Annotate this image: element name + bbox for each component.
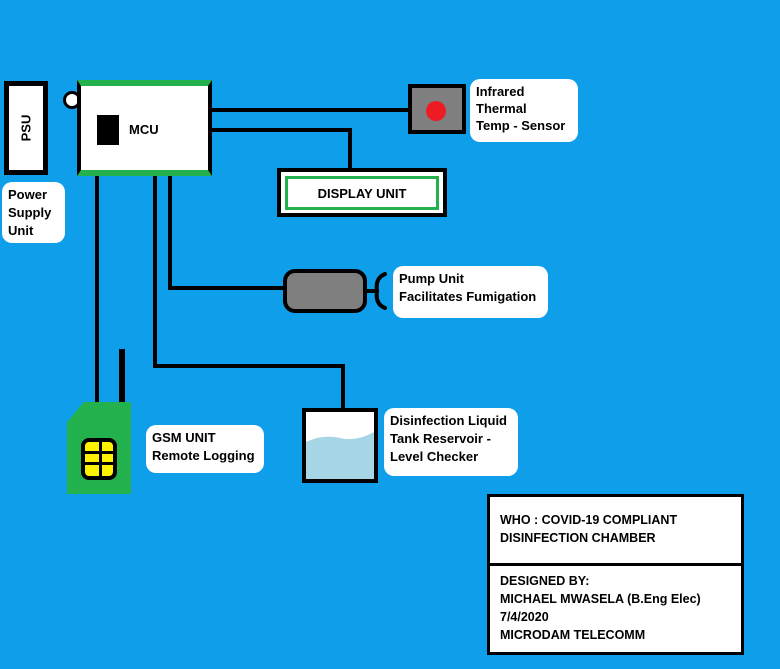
wire-mcu-pump bbox=[168, 176, 285, 290]
psu-caption-line: Unit bbox=[8, 223, 34, 238]
wire-mcu-tank bbox=[153, 176, 345, 410]
title-block-divider bbox=[487, 563, 744, 566]
pump-caption-line: Facilitates Fumigation bbox=[399, 289, 537, 304]
tank-icon bbox=[302, 408, 378, 483]
tank-caption-line: Level Checker bbox=[390, 449, 479, 464]
psu-module bbox=[4, 81, 48, 175]
tank-caption-line: Tank Reservoir - bbox=[390, 431, 491, 446]
pump-caption-line: Pump Unit bbox=[399, 271, 464, 286]
psu-caption-line: Power bbox=[8, 187, 48, 202]
wire-mcu-display bbox=[211, 128, 352, 170]
title-line: WHO : COVID-19 COMPLIANT bbox=[500, 513, 678, 527]
psu-caption-line: Supply bbox=[8, 205, 52, 220]
designer-line: MICRODAM TELECOMM bbox=[500, 628, 646, 642]
sensor-caption: Infrared Thermal Temp - Sensor bbox=[470, 79, 578, 142]
pump-icon bbox=[283, 269, 367, 313]
psu-label: PSU bbox=[18, 114, 34, 142]
psu-caption: Power Supply Unit bbox=[2, 182, 65, 243]
tank-caption-line: Disinfection Liquid bbox=[390, 413, 507, 428]
sim-chip-icon bbox=[81, 438, 117, 480]
sensor-caption-line: Infrared bbox=[476, 84, 525, 99]
sensor-caption-line: Thermal bbox=[476, 101, 527, 116]
title-block-title: WHO : COVID-19 COMPLIANT DISINFECTION CH… bbox=[500, 511, 677, 547]
gsm-caption-line: Remote Logging bbox=[152, 448, 255, 463]
title-block-designer: DESIGNED BY: MICHAEL MWASELA (B.Eng Elec… bbox=[500, 572, 701, 644]
designer-line: MICHAEL MWASELA (B.Eng Elec) bbox=[500, 592, 701, 606]
gsm-caption-line: GSM UNIT bbox=[152, 430, 216, 445]
designer-line: DESIGNED BY: bbox=[500, 574, 590, 588]
antenna-icon bbox=[119, 349, 125, 404]
red-dot-icon bbox=[426, 101, 446, 121]
display-label: DISPLAY UNIT bbox=[285, 176, 439, 210]
mcu-label: MCU bbox=[129, 122, 159, 137]
title-line: DISINFECTION CHAMBER bbox=[500, 531, 656, 545]
pump-nozzle-icon bbox=[363, 272, 387, 310]
pump-caption: Pump Unit Facilitates Fumigation bbox=[393, 266, 548, 318]
sensor-caption-line: Temp - Sensor bbox=[476, 118, 566, 133]
title-block bbox=[487, 494, 744, 655]
designer-line: 7/4/2020 bbox=[500, 610, 549, 624]
liquid-level-icon bbox=[306, 432, 374, 479]
gsm-caption: GSM UNIT Remote Logging bbox=[146, 425, 264, 473]
tank-caption: Disinfection Liquid Tank Reservoir - Lev… bbox=[384, 408, 518, 476]
mcu-chip-icon bbox=[97, 115, 119, 145]
